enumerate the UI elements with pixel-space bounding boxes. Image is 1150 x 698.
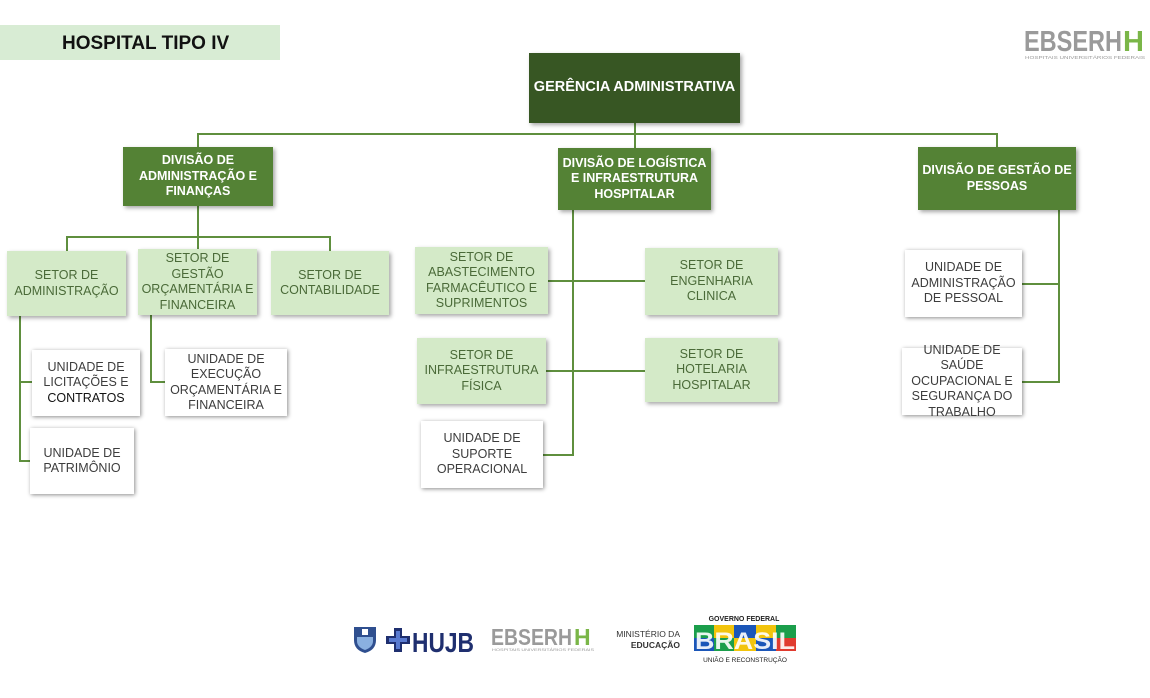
node-setor-contabilidade: SETOR DE CONTABILIDADE	[271, 251, 389, 315]
node-label: SETOR DE ENGENHARIA CLINICA	[670, 258, 753, 304]
connector	[634, 123, 636, 135]
ebserh-logo-text: EBSERH	[1024, 26, 1122, 58]
node-setor-gestao-orcamentaria: SETOR DE GESTÃO ORÇAMENTÁRIA E FINANCEIR…	[138, 249, 257, 315]
connector	[1058, 210, 1060, 383]
page-title: HOSPITAL TIPO IV	[62, 33, 230, 54]
node-label: SETOR DE GESTÃO ORÇAMENTÁRIA E FINANCEIR…	[141, 251, 254, 312]
node-label: DIVISÃO DE LOGÍSTICA E INFRAESTRUTURA HO…	[562, 155, 707, 201]
connector	[1022, 283, 1060, 285]
connector	[197, 236, 199, 252]
node-divisao-logistica-infraestrutura: DIVISÃO DE LOGÍSTICA E INFRAESTRUTURA HO…	[558, 148, 711, 210]
node-unidade-patrimonio: UNIDADE DE PATRIMÔNIO	[30, 428, 134, 494]
node-divisao-administracao-financas: DIVISÃO DE ADMINISTRAÇÃO E FINANÇAS	[123, 147, 273, 206]
gov-bottom-text: UNIÃO E RECONSTRUÇÃO	[703, 655, 787, 664]
node-label-line: CONTRATOS	[47, 390, 125, 405]
ebserh-footer-h: H	[574, 624, 591, 650]
node-unidade-suporte-operacional: UNIDADE DE SUPORTE OPERACIONAL	[421, 421, 543, 488]
ebserh-logo-h: H	[1123, 26, 1144, 58]
connector	[19, 316, 21, 462]
node-divisao-gestao-pessoas: DIVISÃO DE GESTÃO DE PESSOAS	[918, 147, 1076, 210]
connector	[197, 206, 199, 237]
node-setor-infraestrutura-fisica: SETOR DE INFRAESTRUTURA FÍSICA	[417, 338, 546, 404]
ministerio-educacao-logo: MINISTÉRIO DA EDUCAÇÃO	[616, 629, 681, 650]
connector	[1022, 381, 1060, 383]
connector	[150, 315, 152, 383]
node-gerencia-administrativa: GERÊNCIA ADMINISTRATIVA	[529, 53, 740, 123]
node-setor-hotelaria: SETOR DE HOTELARIA HOSPITALAR	[645, 338, 778, 402]
ebserh-logo-subtitle: HOSPITAIS UNIVERSITÁRIOS FEDERAIS	[1025, 55, 1145, 60]
node-label: SETOR DE ABASTECIMENTO FARMACÊUTICO E SU…	[425, 249, 538, 311]
node-label: SETOR DE HOTELARIA HOSPITALAR	[672, 346, 751, 392]
uf-shield-logo	[354, 627, 376, 653]
ebserh-footer-logo: EBSERH H HOSPITAIS UNIVERSITÁRIOS FEDERA…	[491, 624, 595, 652]
node-label: UNIDADE DE EXECUÇÃO ORÇAMENTÁRIA E FINAN…	[170, 351, 282, 413]
connector	[634, 133, 636, 149]
connector	[197, 133, 199, 149]
connector	[548, 280, 645, 282]
gov-top-text: GOVERNO FEDERAL	[709, 616, 781, 623]
ebserh-footer-text: EBSERH	[491, 624, 572, 650]
ebserh-footer-subtitle: HOSPITAIS UNIVERSITÁRIOS FEDERAIS	[492, 647, 594, 652]
connector	[19, 381, 32, 383]
connector	[546, 370, 645, 372]
node-setor-engenharia-clinica: SETOR DE ENGENHARIA CLINICA	[645, 248, 778, 315]
connector	[66, 236, 68, 252]
node-label-line: UNIDADE DE LICITAÇÕES E	[43, 359, 129, 390]
ebserh-logo: EBSERH H HOSPITAIS UNIVERSITÁRIOS FEDERA…	[1024, 26, 1146, 60]
node-label: GERÊNCIA ADMINISTRATIVA	[533, 79, 736, 96]
connector	[543, 454, 574, 456]
hujb-logo-text: HUJB	[412, 627, 474, 656]
ministerio-line-2: EDUCAÇÃO	[631, 640, 681, 650]
brasil-text: BRASIL	[695, 628, 795, 655]
title-banner	[0, 25, 280, 60]
connector	[572, 210, 574, 456]
node-label: UNIDADE DE SAÚDE OCUPACIONAL E SEGURANÇA…	[911, 342, 1013, 419]
node-label: UNIDADE DE PATRIMÔNIO	[43, 445, 121, 476]
node-label: SETOR DE CONTABILIDADE	[280, 267, 380, 298]
connector	[197, 133, 998, 135]
node-label: SETOR DE INFRAESTRUTURA FÍSICA	[424, 347, 539, 393]
node-setor-abastecimento: SETOR DE ABASTECIMENTO FARMACÊUTICO E SU…	[415, 247, 548, 314]
connector	[996, 133, 998, 149]
node-setor-administracao: SETOR DE ADMINISTRAÇÃO	[7, 251, 126, 316]
node-unidade-administracao-pessoal: UNIDADE DE ADMINISTRAÇÃO DE PESSOAL	[905, 250, 1022, 317]
governo-federal-brasil-logo: GOVERNO FEDERAL BRASIL UNIÃO E RECONSTRU…	[694, 616, 796, 664]
ministerio-line-1: MINISTÉRIO DA	[616, 629, 680, 639]
node-unidade-saude-ocupacional: UNIDADE DE SAÚDE OCUPACIONAL E SEGURANÇA…	[902, 343, 1022, 419]
node-label: SETOR DE ADMINISTRAÇÃO	[14, 268, 119, 298]
node-label: UNIDADE DE ADMINISTRAÇÃO DE PESSOAL	[911, 260, 1016, 306]
node-label: DIVISÃO DE ADMINISTRAÇÃO E FINANÇAS	[138, 153, 258, 199]
node-unidade-execucao-orcamentaria: UNIDADE DE EXECUÇÃO ORÇAMENTÁRIA E FINAN…	[165, 349, 287, 416]
node-label: DIVISÃO DE GESTÃO DE PESSOAS	[922, 163, 1072, 193]
node-label: UNIDADE DE SUPORTE OPERACIONAL	[436, 431, 528, 477]
connector	[19, 460, 31, 462]
connector	[329, 236, 331, 252]
hujb-logo: HUJB	[386, 627, 474, 656]
connector	[150, 381, 166, 383]
